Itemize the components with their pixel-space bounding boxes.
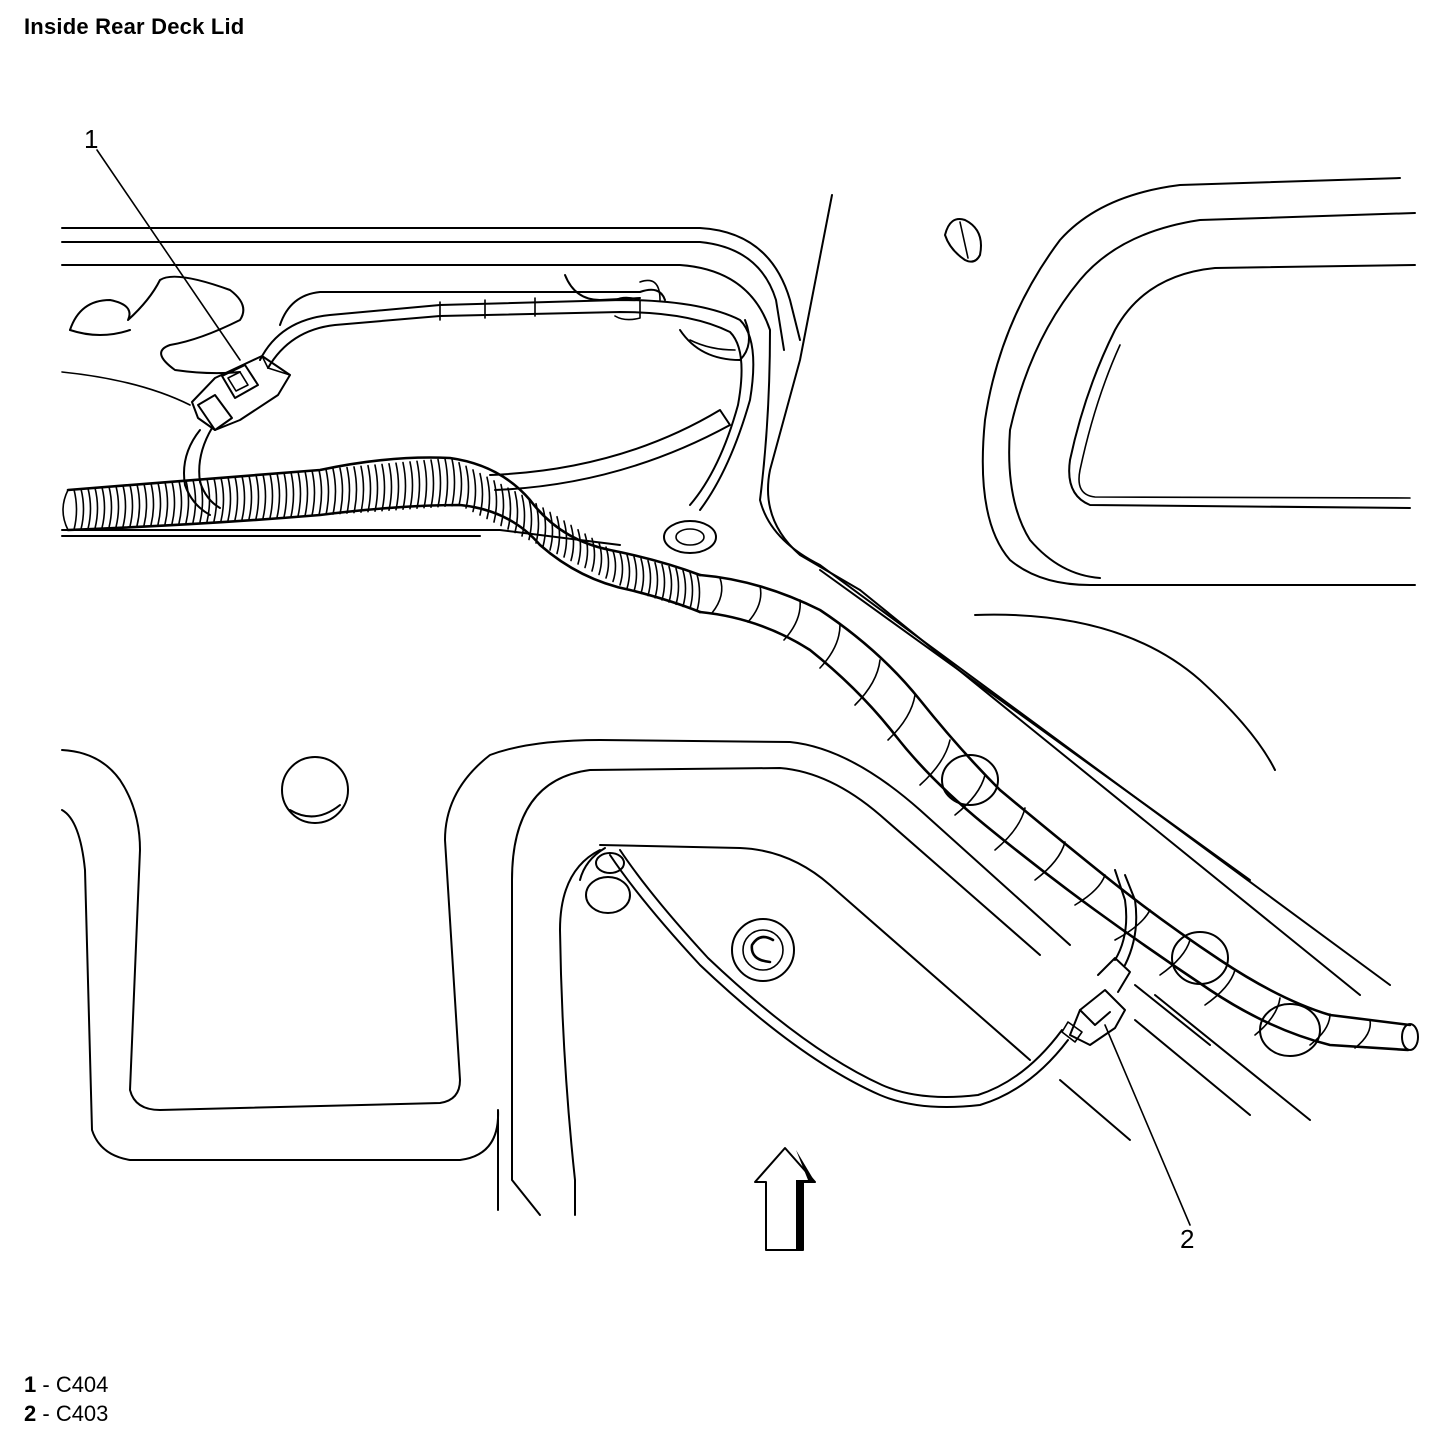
legend-number: 1 <box>24 1372 37 1397</box>
leader-lines <box>96 149 1191 1226</box>
page-title: Inside Rear Deck Lid <box>24 14 245 39</box>
legend: 1 - C404 2 - C403 <box>24 1370 108 1428</box>
legend-item: 1 - C404 <box>24 1370 108 1399</box>
taped-harness <box>698 573 1419 1052</box>
legend-number: 2 <box>24 1401 37 1426</box>
upper-cutouts <box>69 274 750 375</box>
corrugated-harness <box>62 456 702 614</box>
legend-separator: - <box>36 1372 56 1397</box>
upper-right-opening <box>944 177 1416 771</box>
callout-number-1: 1 <box>84 124 99 154</box>
connector-c404 <box>183 355 291 516</box>
connector-c403 <box>609 849 1138 1109</box>
front-direction-arrow-icon <box>754 1147 816 1251</box>
legend-separator: - <box>36 1401 56 1426</box>
callout-number-2: 2 <box>1180 1224 1195 1254</box>
legend-text: C404 <box>55 1372 109 1397</box>
legend-item: 2 - C403 <box>24 1399 108 1428</box>
upper-wire-loop <box>259 296 755 511</box>
diagonal-trim-lines <box>819 569 1361 1141</box>
legend-text: C403 <box>55 1401 109 1426</box>
upper-panel-outline <box>61 194 1391 986</box>
lower-panel-outline <box>61 739 1071 1216</box>
